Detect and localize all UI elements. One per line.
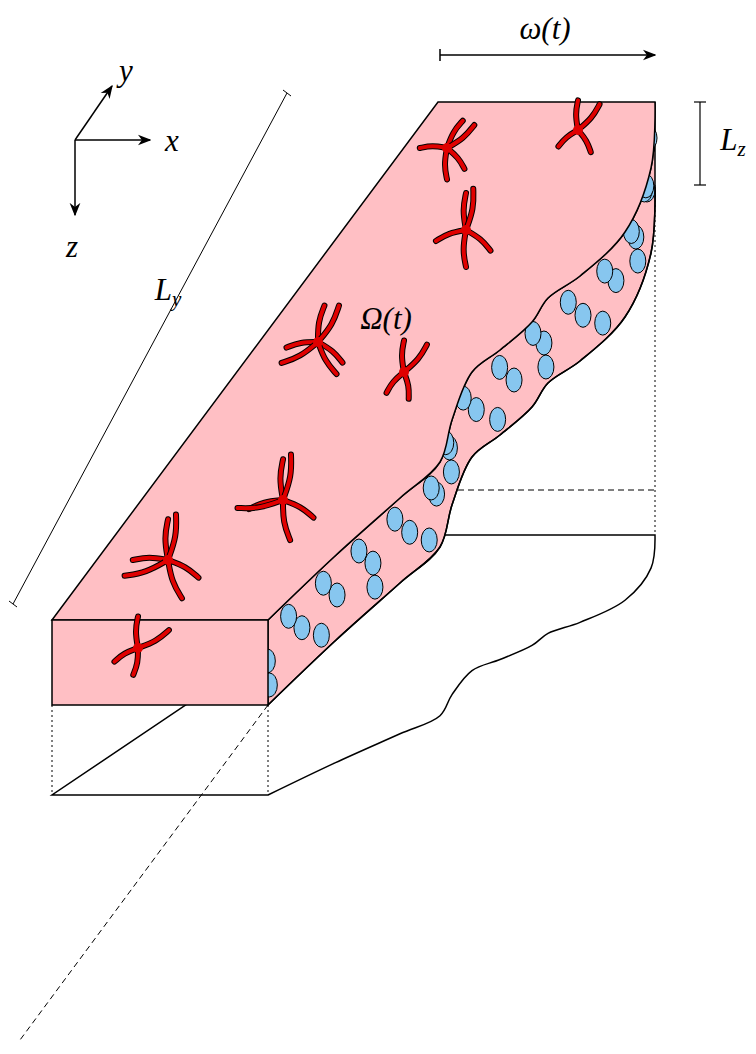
red-cell bbox=[420, 121, 475, 180]
top-face bbox=[52, 102, 655, 620]
cell-arm bbox=[466, 189, 473, 230]
cell-arm bbox=[125, 560, 168, 576]
blue-cell bbox=[387, 507, 403, 531]
cell-arm-outline bbox=[282, 342, 318, 363]
cell-arm-outline bbox=[404, 345, 427, 372]
blue-cell bbox=[595, 311, 611, 335]
blue-cell bbox=[367, 575, 383, 599]
blue-cell bbox=[443, 460, 459, 484]
cell-body bbox=[133, 643, 143, 653]
cell-arm-outline bbox=[578, 104, 600, 130]
cell-arm-outline bbox=[138, 630, 169, 648]
blue-cell bbox=[402, 520, 418, 544]
cell-arm bbox=[283, 454, 291, 500]
red-cell bbox=[125, 514, 199, 598]
cell-body bbox=[313, 337, 323, 347]
cell-body bbox=[163, 555, 173, 565]
cell-arm-outline bbox=[237, 500, 283, 508]
symbol-label: ω(t) bbox=[519, 13, 570, 44]
cell-arm bbox=[447, 125, 474, 148]
cell-arm bbox=[168, 560, 182, 598]
cell-arm bbox=[237, 500, 283, 508]
blue-cell bbox=[506, 368, 522, 392]
axis-triad bbox=[75, 86, 150, 215]
blue-cell bbox=[421, 528, 437, 552]
blue-cell bbox=[313, 623, 329, 647]
cell-arm-outline bbox=[283, 454, 291, 500]
cell-body bbox=[399, 367, 409, 377]
cell-body bbox=[442, 143, 452, 153]
omega-arrow bbox=[440, 49, 655, 61]
cell-arm bbox=[578, 104, 600, 130]
cell-arm-outline bbox=[168, 514, 176, 560]
cell-arm bbox=[282, 342, 318, 363]
red-cell bbox=[558, 100, 599, 152]
symbol-label: x bbox=[165, 125, 179, 156]
cell-arm-outline bbox=[464, 230, 466, 267]
red-cell bbox=[282, 306, 343, 374]
red-cell bbox=[114, 617, 168, 675]
blue-cell bbox=[492, 355, 508, 379]
cell-arm bbox=[283, 500, 313, 518]
red-cell bbox=[237, 454, 313, 540]
symbol-label: Ω(t) bbox=[360, 303, 412, 334]
cell-arm bbox=[283, 500, 290, 540]
symbol-label: y bbox=[119, 55, 133, 86]
cell-arm-outline bbox=[125, 560, 168, 576]
blue-cell bbox=[423, 476, 439, 500]
cell-body bbox=[573, 125, 583, 135]
blue-cell bbox=[281, 604, 297, 628]
cell-arm bbox=[464, 230, 466, 267]
cell-arm-outline bbox=[318, 342, 337, 374]
cell-arm bbox=[318, 342, 337, 374]
blue-cell bbox=[351, 539, 367, 563]
blue-cell bbox=[560, 290, 576, 314]
front-face bbox=[52, 620, 268, 705]
dimension-label: Lz bbox=[720, 124, 745, 160]
cell-arm-outline bbox=[447, 125, 474, 148]
blue-cell bbox=[597, 259, 613, 283]
blue-cell bbox=[315, 571, 331, 595]
cell-arm-outline bbox=[168, 560, 182, 598]
cell-arm-outline bbox=[318, 306, 339, 342]
dimension-label: Ly bbox=[155, 274, 182, 310]
cell-arm-outline bbox=[283, 500, 313, 518]
cell-arm-outline bbox=[283, 500, 290, 540]
cell-body bbox=[278, 495, 288, 505]
slab bbox=[52, 100, 657, 705]
cell-arm-outline bbox=[466, 189, 473, 230]
red-cell bbox=[436, 189, 491, 267]
blue-cell bbox=[630, 249, 646, 273]
cell-arm bbox=[318, 306, 339, 342]
blue-cell bbox=[490, 407, 506, 431]
red-cell bbox=[387, 341, 427, 399]
cell-arm bbox=[168, 514, 176, 560]
cell-arm bbox=[404, 345, 427, 372]
lz-bracket bbox=[694, 102, 706, 185]
blue-cell bbox=[365, 551, 381, 575]
blue-cell bbox=[538, 355, 554, 379]
cell-body bbox=[461, 225, 471, 235]
cell-arm bbox=[138, 630, 169, 648]
blue-cell bbox=[575, 303, 591, 327]
symbol-label: z bbox=[66, 231, 78, 262]
